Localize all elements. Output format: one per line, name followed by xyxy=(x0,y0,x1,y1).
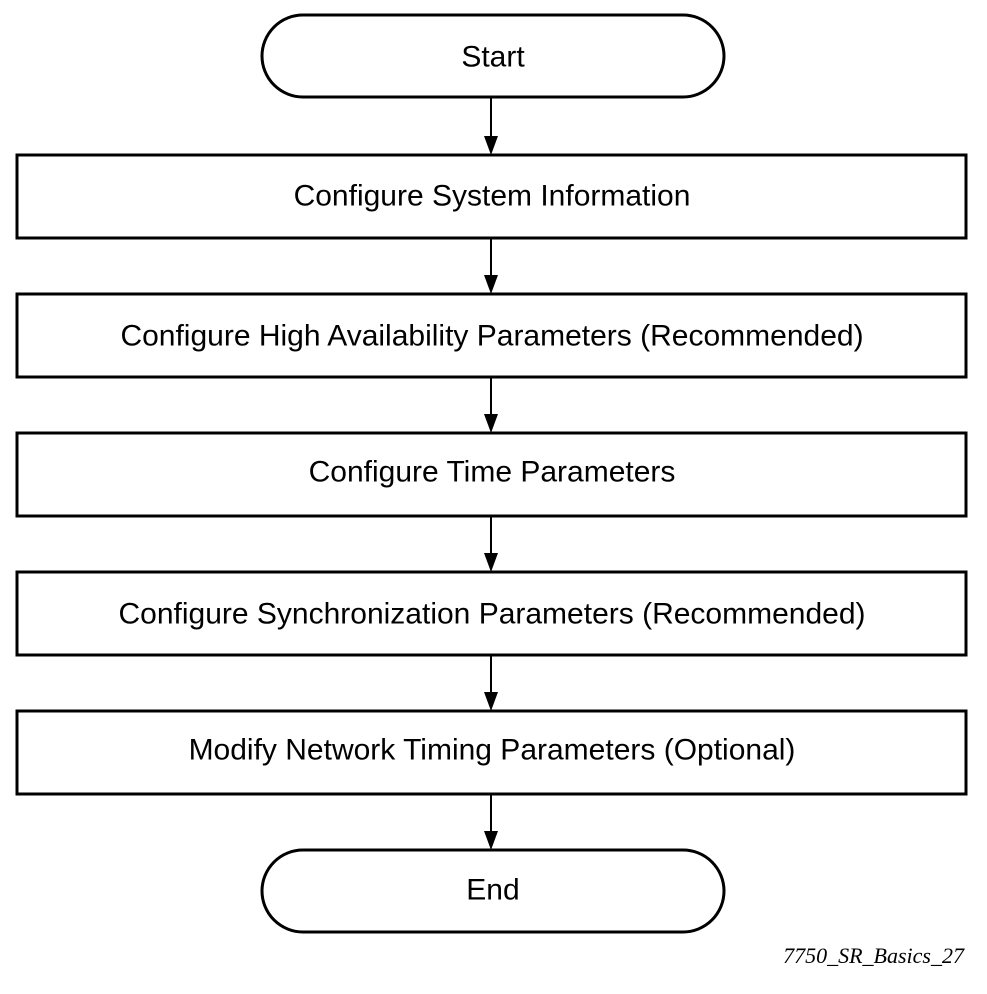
step-2-label: Configure High Availability Parameters (… xyxy=(120,320,863,353)
arrow-step-3-to-step-4 xyxy=(484,516,498,572)
step-modify-network-timing-parameters: Modify Network Timing Parameters (Option… xyxy=(15,709,968,796)
step-5-box xyxy=(15,709,968,796)
start-node-shape xyxy=(260,13,726,99)
arrow-step-1-to-step-2 xyxy=(484,238,498,294)
arrow-step-2-to-step-3 xyxy=(484,377,498,433)
end-node: End xyxy=(260,848,726,934)
step-4-box xyxy=(15,570,968,657)
arrow-step-5-to-end xyxy=(484,794,498,850)
step-3-label: Configure Time Parameters xyxy=(309,456,676,489)
step-1-box xyxy=(15,153,968,240)
end-node-label: End xyxy=(466,874,519,907)
end-node-shape xyxy=(260,848,726,934)
arrow-step-4-to-step-5 xyxy=(484,655,498,711)
start-node-label: Start xyxy=(461,41,525,74)
start-node: Start xyxy=(260,13,726,99)
step-4-label: Configure Synchronization Parameters (Re… xyxy=(118,598,865,631)
step-configure-system-information: Configure System Information xyxy=(15,153,968,240)
step-3-box xyxy=(15,431,968,518)
figure-id: 7750_SR_Basics_27 xyxy=(783,943,965,968)
step-configure-high-availability-parameters: Configure High Availability Parameters (… xyxy=(15,292,968,379)
step-5-label: Modify Network Timing Parameters (Option… xyxy=(189,734,796,767)
step-configure-time-parameters: Configure Time Parameters xyxy=(15,431,968,518)
step-configure-synchronization-parameters: Configure Synchronization Parameters (Re… xyxy=(15,570,968,657)
arrow-start-to-step-1 xyxy=(484,97,498,155)
step-1-label: Configure System Information xyxy=(294,180,691,213)
